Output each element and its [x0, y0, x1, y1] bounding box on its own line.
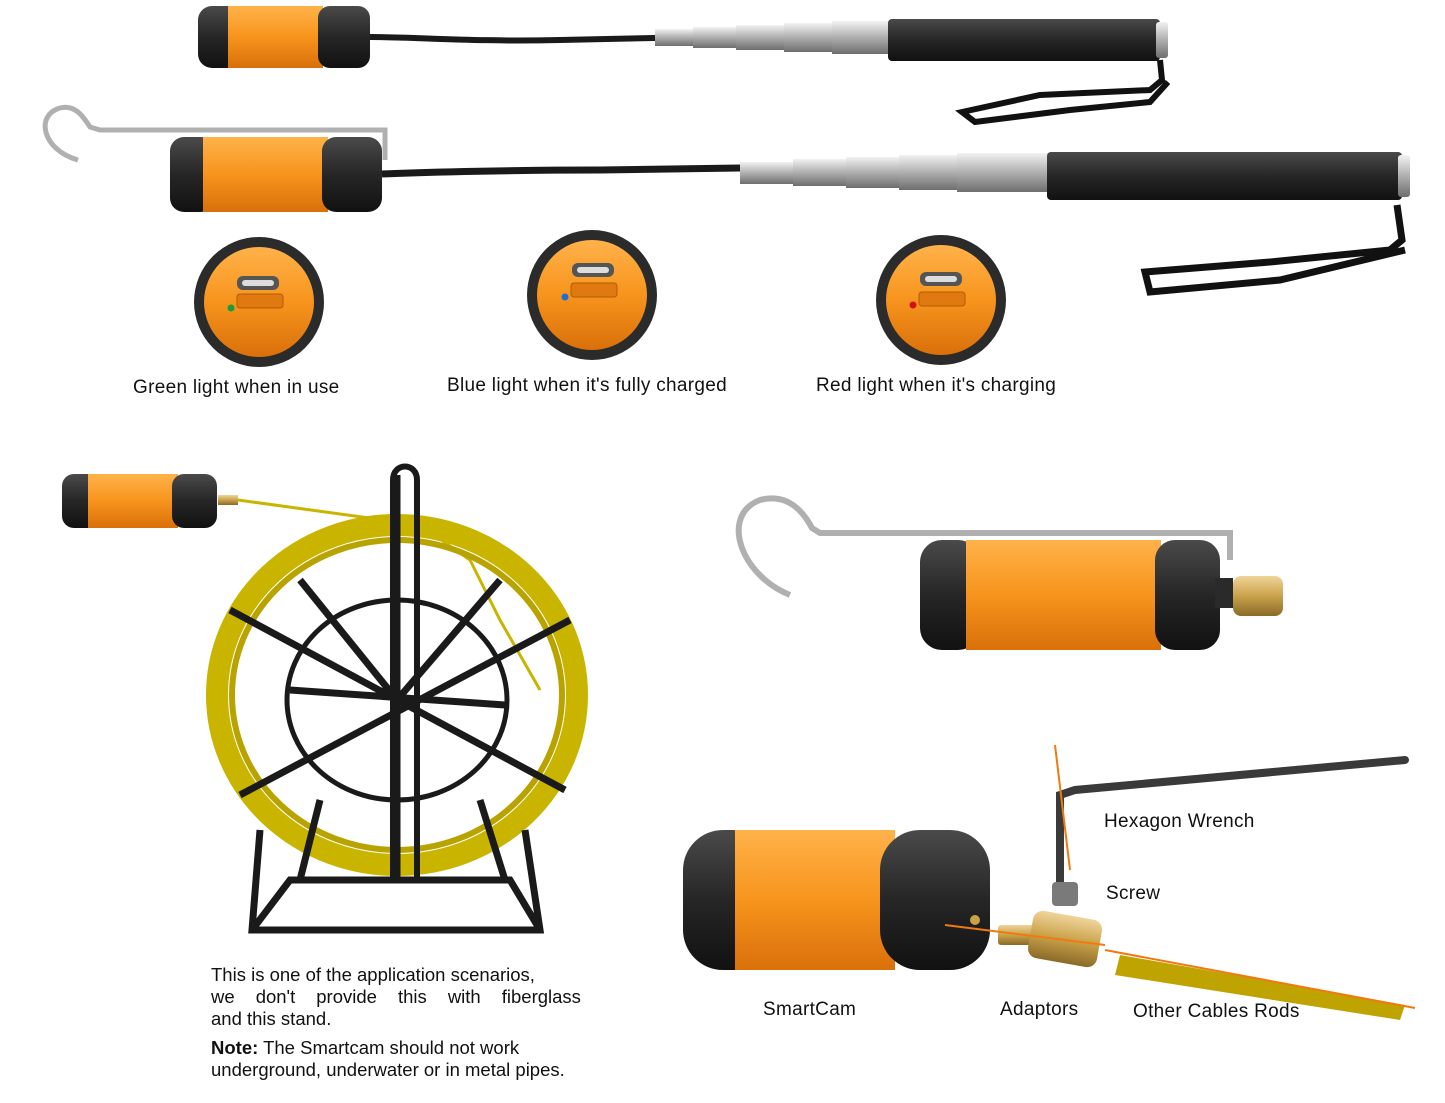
fiberglass-reel-stand: [62, 463, 588, 934]
note-label: Note:: [211, 1037, 259, 1058]
led-green: [227, 304, 235, 312]
reel-line-3: and this stand.: [211, 1008, 332, 1029]
indicator-cap-red: [876, 235, 1006, 365]
label-adaptors: Adaptors: [1000, 999, 1079, 1020]
note-line-2: underground, underwater or in metal pipe…: [211, 1059, 565, 1080]
reel-line-2: we don't provide this with fiberglass: [211, 986, 581, 1008]
indicator-cap-green: [194, 237, 324, 367]
reel-line-2-word: with: [447, 986, 481, 1007]
led-red: [909, 301, 917, 309]
label-screw: Screw: [1106, 883, 1161, 904]
telescopic-pole-short: [198, 6, 1171, 126]
note-text: The Smartcam should not work: [258, 1037, 520, 1058]
label-smartcam: SmartCam: [763, 999, 857, 1020]
indicator-cap-blue: [527, 230, 657, 360]
telescopic-pole-long: [42, 104, 1410, 296]
reel-line-1: This is one of the application scenarios…: [211, 964, 535, 985]
reel-line-2-word: we: [211, 986, 235, 1007]
led-blue: [561, 293, 569, 301]
reel-line-2-word: this: [397, 986, 427, 1007]
label-blue-light: Blue light when it's fully charged: [447, 375, 727, 396]
reel-line-2-word: provide: [316, 986, 377, 1007]
note-line: Note: The Smartcam should not work: [211, 1037, 581, 1059]
reel-description: This is one of the application scenarios…: [211, 964, 581, 1081]
reel-line-2-word: don't: [255, 986, 296, 1007]
label-red-light: Red light when it's charging: [816, 375, 1057, 396]
exploded-parts: [683, 744, 1416, 1020]
reel-line-2-word: fiberglass: [501, 986, 581, 1007]
label-hex-wrench: Hexagon Wrench: [1104, 811, 1255, 832]
label-other-rods: Other Cables Rods: [1133, 1001, 1300, 1022]
camera-with-hook: [735, 495, 1283, 650]
label-green-light: Green light when in use: [133, 377, 340, 398]
